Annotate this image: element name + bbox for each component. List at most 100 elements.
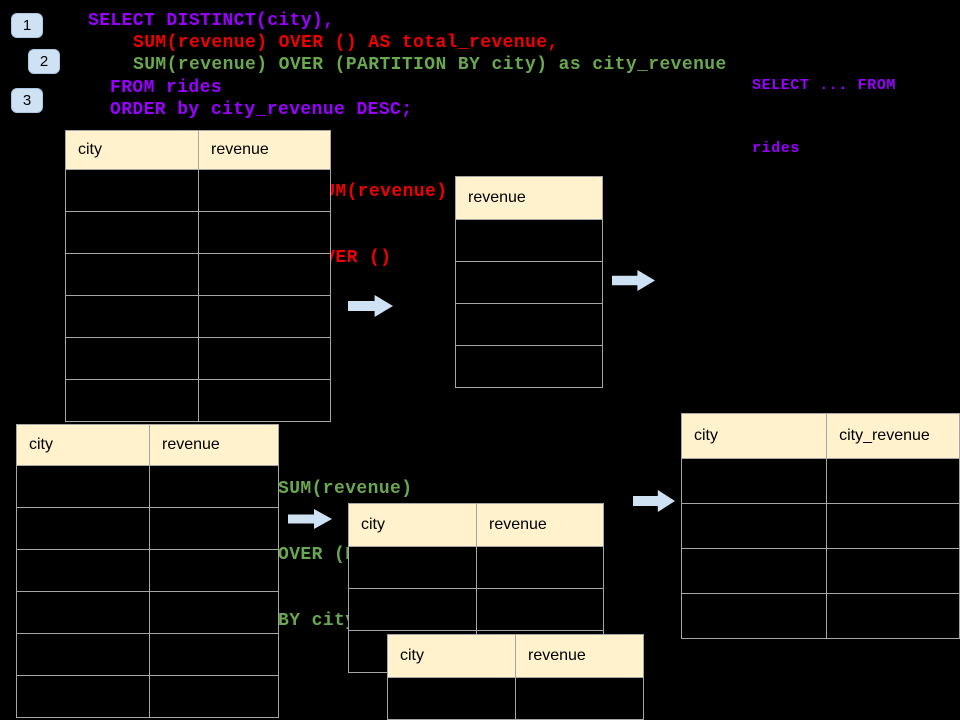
empty-cell [680, 503, 828, 549]
column-header-city: city [680, 413, 828, 459]
column-header-city: city [348, 503, 477, 547]
empty-cell [65, 253, 199, 296]
column-header-revenue: revenue [515, 634, 644, 678]
empty-cell [149, 465, 279, 508]
column-header-city: city [16, 424, 150, 466]
table-row [16, 549, 279, 592]
table-row [348, 588, 604, 631]
step-badge-1-label: 1 [22, 17, 32, 34]
empty-cell [16, 465, 150, 508]
table-partition-step-2: city revenue [387, 634, 644, 720]
table-header-row: city revenue [65, 130, 331, 170]
empty-cell [455, 345, 603, 388]
sum-over-label-line1: SUM(revenue) [313, 182, 448, 202]
empty-cell [16, 507, 150, 550]
sql-line-order-by: ORDER by city_revenue DESC; [110, 100, 413, 120]
table-row [680, 548, 960, 594]
table-row [680, 503, 960, 549]
empty-cell [16, 549, 150, 592]
empty-cell [149, 507, 279, 550]
table-row [65, 295, 331, 338]
empty-cell [16, 675, 150, 718]
column-header-revenue: revenue [476, 503, 604, 547]
empty-cell [826, 458, 960, 504]
table-row [455, 345, 603, 388]
arrow-right-icon-1 [348, 295, 393, 317]
empty-cell [149, 675, 279, 718]
empty-cell [16, 633, 150, 676]
step-badge-2: 2 [28, 49, 60, 74]
empty-cell [65, 295, 199, 338]
empty-cell [149, 549, 279, 592]
table-header-row: city city_revenue [680, 413, 960, 459]
sql-line-select: SELECT DISTINCT(city), [88, 11, 335, 31]
table-result-city-revenue: city city_revenue [680, 413, 960, 639]
table-row [680, 458, 960, 504]
empty-cell [198, 211, 331, 254]
column-header-revenue: revenue [149, 424, 279, 466]
empty-cell [387, 677, 516, 720]
table-row [348, 546, 604, 589]
column-header-revenue: revenue [455, 176, 603, 220]
arrow-right-icon-4 [633, 490, 675, 512]
table-row [65, 253, 331, 296]
empty-cell [455, 261, 603, 304]
step-badge-2-label: 2 [39, 53, 49, 70]
column-header-city-revenue: city_revenue [826, 413, 960, 459]
empty-cell [65, 211, 199, 254]
empty-cell [515, 677, 644, 720]
sum-over-label-line2: OVER () [313, 248, 392, 268]
sum-over-label: SUM(revenue) OVER () [313, 137, 447, 313]
table-row [16, 675, 279, 718]
table-rides-source-bottom: city revenue [16, 424, 279, 718]
empty-cell [65, 379, 199, 422]
select-from-label-line1: SELECT ... FROM [752, 77, 897, 94]
step-badge-3-label: 3 [22, 92, 32, 109]
empty-cell [16, 591, 150, 634]
table-header-row: city revenue [16, 424, 279, 466]
step-badge-3: 3 [11, 88, 43, 113]
sql-line-sum-over: SUM(revenue) OVER () AS total_revenue, [133, 33, 559, 53]
select-from-label: SELECT ... FROM rides [752, 33, 896, 201]
select-from-label-line2: rides [752, 140, 801, 157]
table-header-row: revenue [455, 176, 603, 220]
table-row [455, 303, 603, 346]
arrow-right-icon-3 [288, 509, 332, 529]
column-header-city: city [387, 634, 516, 678]
step-badge-1: 1 [11, 13, 43, 38]
empty-cell [348, 546, 477, 589]
column-header-city: city [65, 130, 199, 170]
empty-cell [455, 219, 603, 262]
empty-cell [476, 588, 604, 631]
table-header-row: city revenue [387, 634, 644, 678]
table-row [16, 465, 279, 508]
sql-line-sum-partition: SUM(revenue) OVER (PARTITION BY city) as… [133, 55, 727, 75]
table-row [455, 219, 603, 262]
table-row [16, 591, 279, 634]
sql-line-from: FROM rides [110, 78, 223, 98]
empty-cell [65, 337, 199, 380]
table-row [455, 261, 603, 304]
table-rides-source-top: city revenue [65, 130, 331, 422]
column-header-revenue: revenue [198, 130, 331, 170]
empty-cell [348, 588, 477, 631]
empty-cell [680, 593, 828, 639]
table-row [65, 169, 331, 212]
empty-cell [680, 548, 828, 594]
empty-cell [680, 458, 828, 504]
empty-cell [826, 548, 960, 594]
table-header-row: city revenue [348, 503, 604, 547]
empty-cell [149, 591, 279, 634]
table-row [65, 211, 331, 254]
empty-cell [826, 593, 960, 639]
sum-partition-label-line1: SUM(revenue) [278, 479, 413, 499]
empty-cell [149, 633, 279, 676]
empty-cell [198, 337, 331, 380]
table-row [387, 677, 644, 720]
empty-cell [198, 295, 331, 338]
table-row [65, 337, 331, 380]
table-row [680, 593, 960, 639]
empty-cell [198, 379, 331, 422]
empty-cell [198, 169, 331, 212]
